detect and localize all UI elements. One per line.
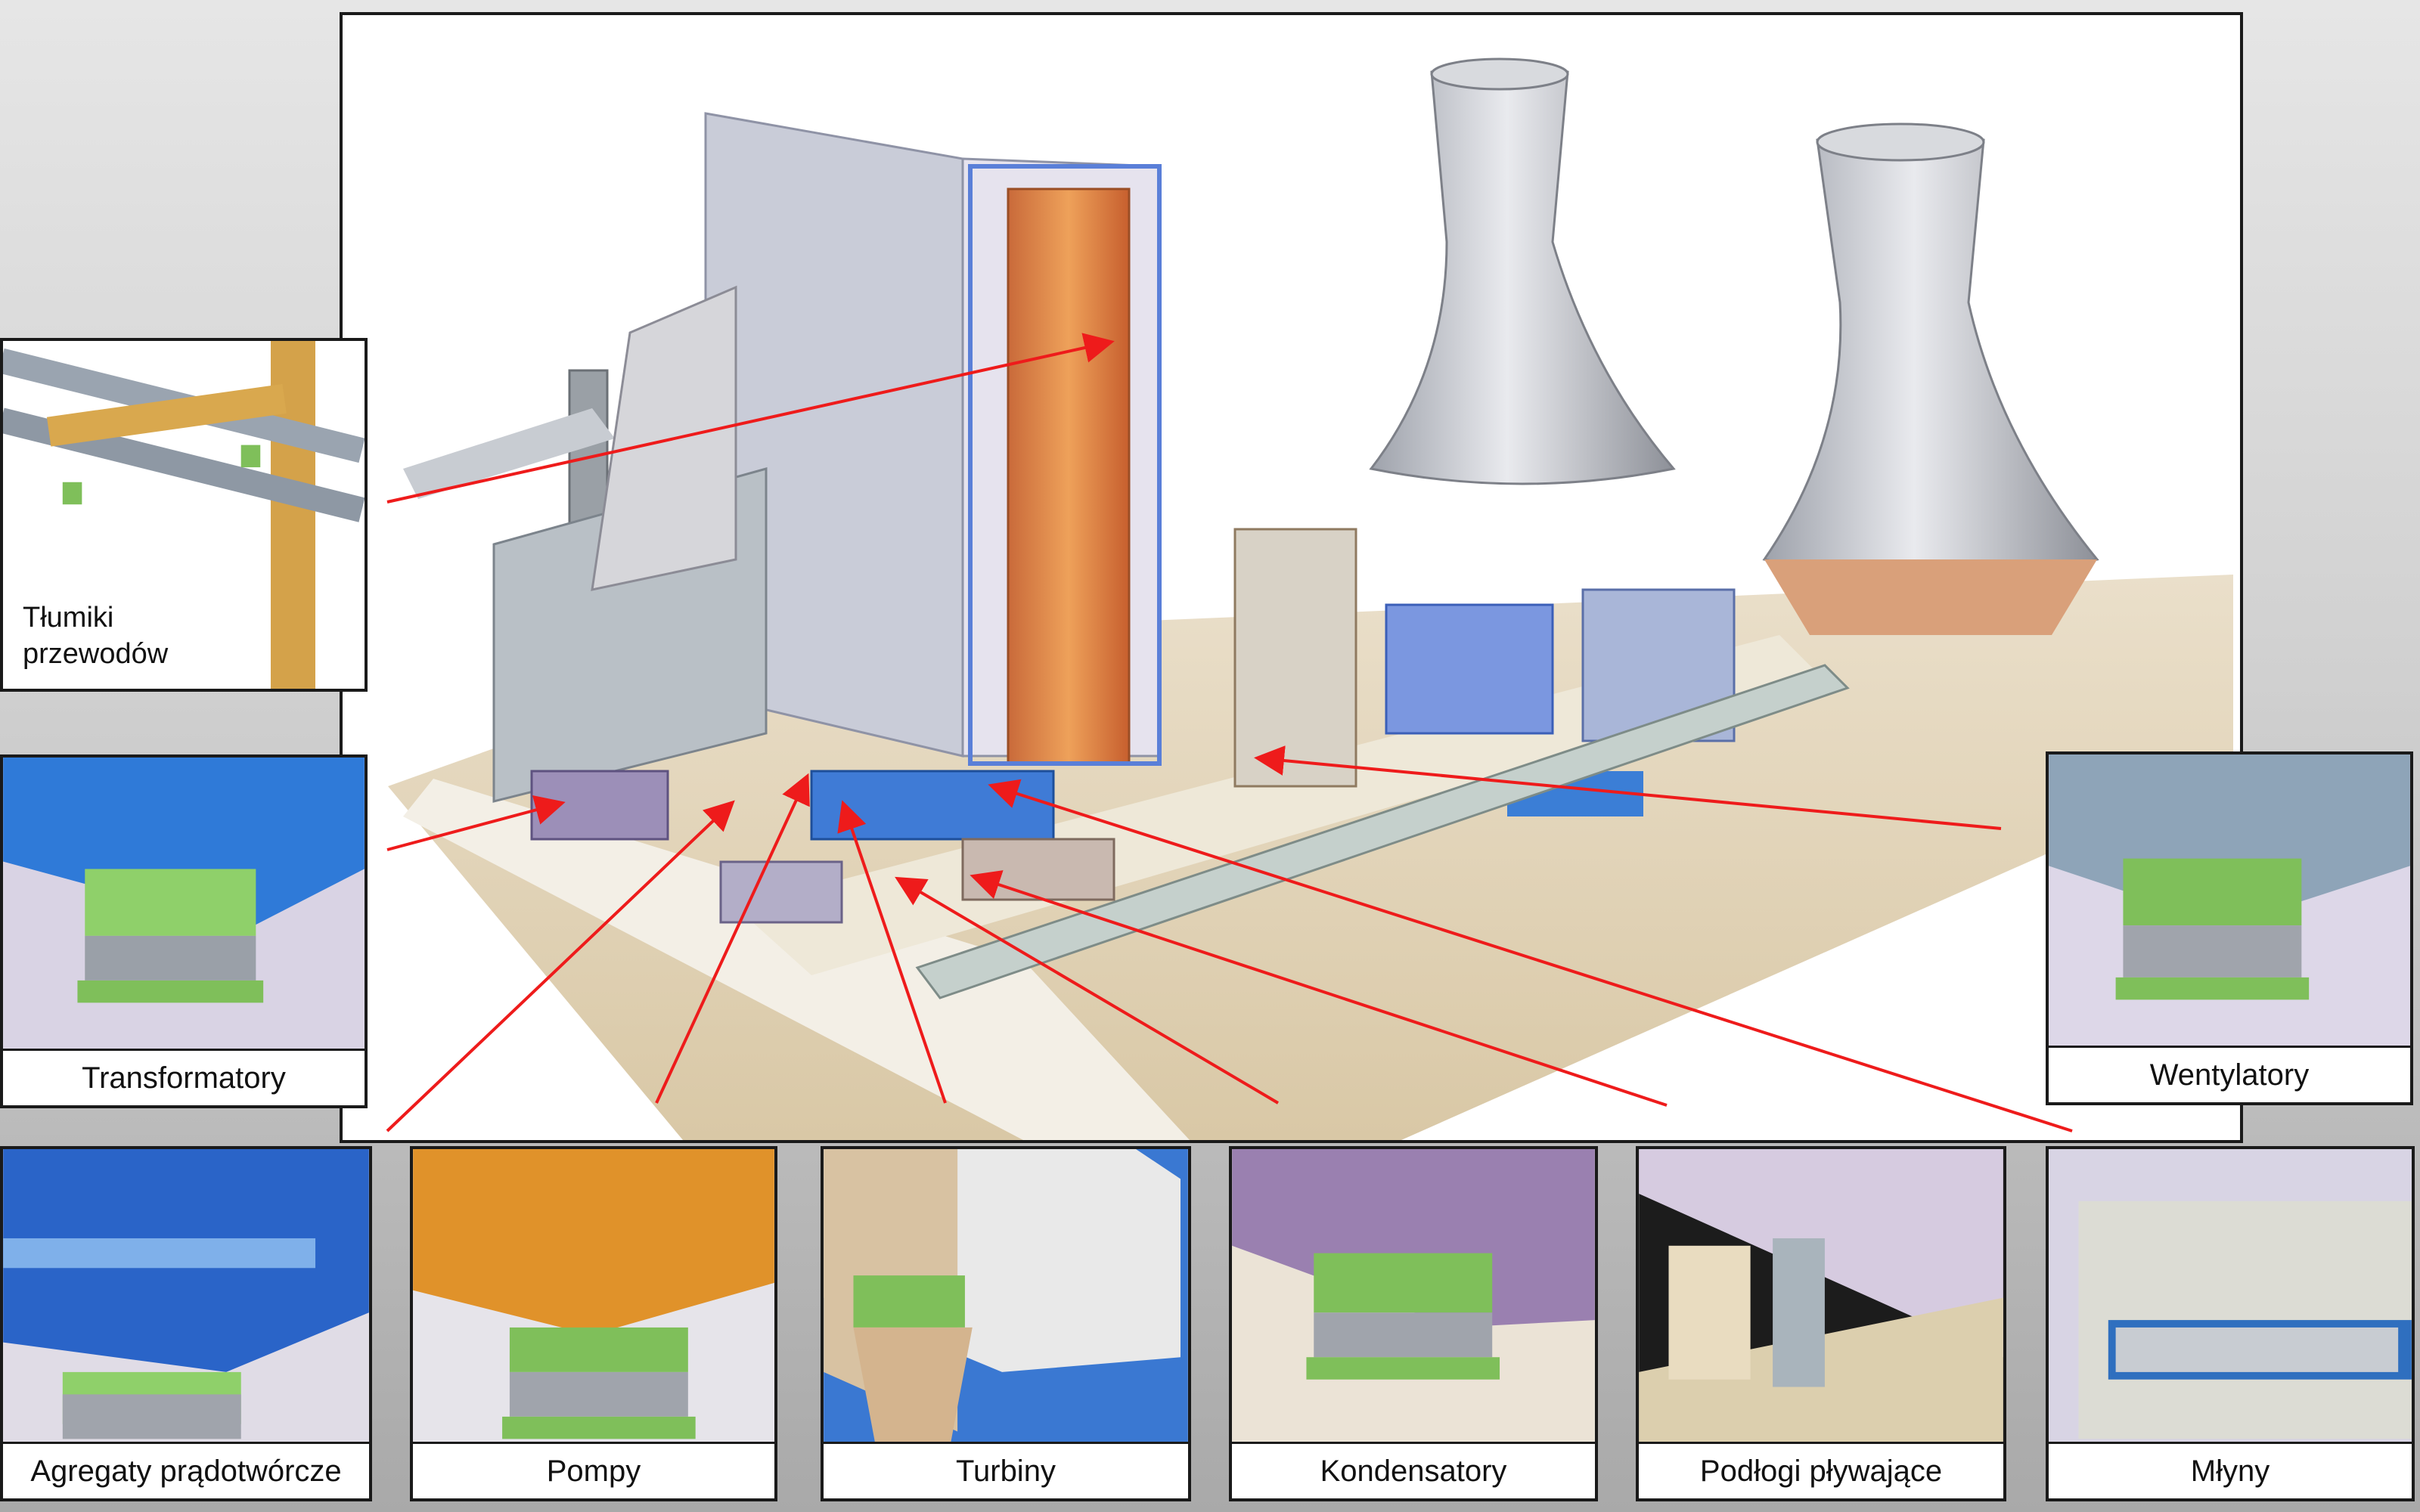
boiler xyxy=(1007,187,1131,765)
caption-tlumiki: Tłumiki przewodów xyxy=(23,600,168,672)
power-plant-illustration xyxy=(340,12,2243,1143)
panel-mlyny: Młyny xyxy=(2046,1146,2415,1501)
transformer-group xyxy=(530,770,669,841)
generator-mount-drawing xyxy=(3,1149,369,1498)
pump-mount-drawing xyxy=(413,1149,774,1498)
flue-wall xyxy=(591,285,737,591)
caption-kondensatory: Kondensatory xyxy=(1232,1442,1595,1498)
condenser-unit xyxy=(961,838,1115,901)
panel-agregaty: Agregaty prądotwórcze xyxy=(0,1146,372,1501)
mill-mount-drawing xyxy=(2049,1149,2412,1498)
panel-pompy: Pompy xyxy=(410,1146,777,1501)
mill-structure xyxy=(1233,528,1357,788)
caption-pompy: Pompy xyxy=(413,1442,774,1498)
panel-kondensatory: Kondensatory xyxy=(1229,1146,1598,1501)
transformer-mount-drawing xyxy=(3,758,365,1105)
condenser-mount-drawing xyxy=(1232,1149,1595,1498)
right-equipment-1 xyxy=(1385,603,1554,735)
caption-podlogi: Podłogi pływające xyxy=(1639,1442,2003,1498)
tower-2-basin xyxy=(1764,559,2097,635)
caption-turbiny: Turbiny xyxy=(824,1442,1188,1498)
panel-transformatory: Transformatory xyxy=(0,754,368,1108)
caption-transformatory: Transformatory xyxy=(3,1049,365,1105)
caption-tlumiki-line1: Tłumiki xyxy=(23,602,114,634)
caption-wentylatory: Wentylatory xyxy=(2049,1046,2410,1102)
panel-turbiny: Turbiny xyxy=(821,1146,1191,1501)
caption-agregaty: Agregaty prądotwórcze xyxy=(3,1442,369,1498)
cooling-tower-2-rim xyxy=(1816,122,1985,162)
cooling-tower-2 xyxy=(1762,131,2099,580)
caption-mlyny: Młyny xyxy=(2049,1442,2412,1498)
cooling-tower-1 xyxy=(1369,63,1676,485)
pump-units xyxy=(719,860,843,924)
pipe-damper-drawing xyxy=(3,341,365,689)
power-plant-drawing xyxy=(388,57,2233,1140)
panel-tlumiki-przewodow: Tłumiki przewodów xyxy=(0,338,368,692)
panel-podlogi-plywajace: Podłogi pływające xyxy=(1636,1146,2006,1501)
fan-mount-drawing xyxy=(2049,754,2410,1102)
cooling-tower-1-rim xyxy=(1430,57,1569,91)
turbine-mount-drawing xyxy=(824,1149,1188,1498)
caption-tlumiki-line2: przewodów xyxy=(23,638,169,670)
turbine-set xyxy=(810,770,1055,841)
panel-wentylatory: Wentylatory xyxy=(2046,751,2413,1105)
